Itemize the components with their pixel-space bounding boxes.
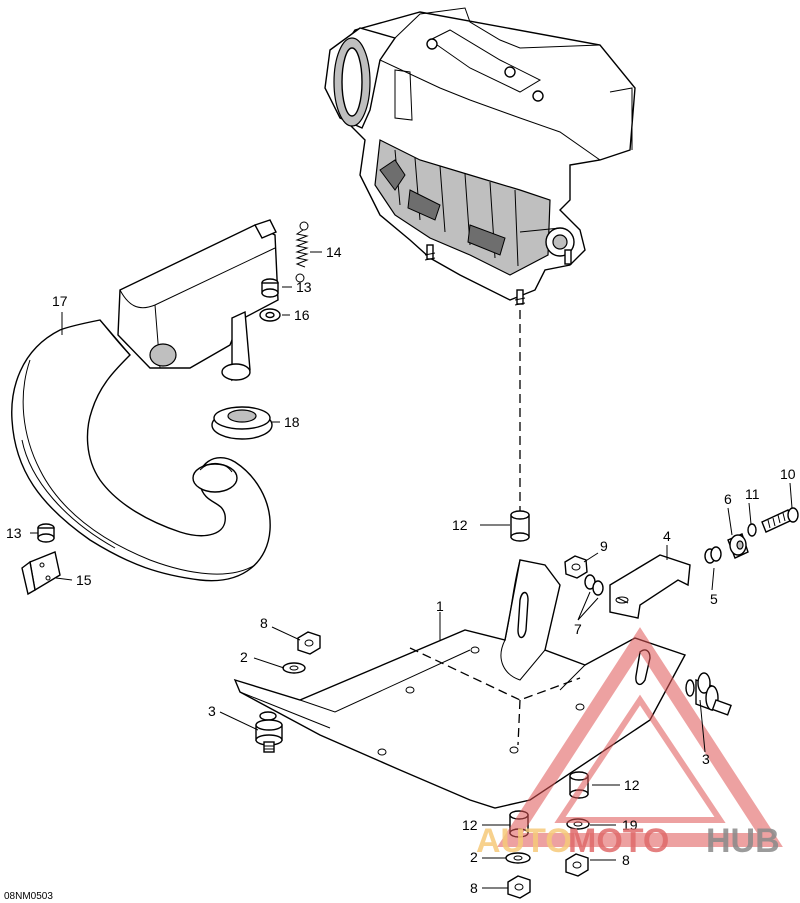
callout-19: 19 xyxy=(622,817,638,833)
nut-8-upper xyxy=(297,631,321,655)
spacer-5 xyxy=(704,546,722,564)
callout-16: 16 xyxy=(294,307,310,323)
callout-5: 5 xyxy=(710,591,718,607)
support-bracket-4 xyxy=(609,554,691,619)
callout-12-bottom: 12 xyxy=(462,817,478,833)
bolt-13-upper xyxy=(261,278,279,298)
washer-11 xyxy=(747,523,757,537)
callout-8-bottom: 8 xyxy=(470,880,478,896)
callout-18: 18 xyxy=(284,414,300,430)
callout-13-upper: 13 xyxy=(296,279,312,295)
bushing-6 xyxy=(727,533,749,559)
washer-16 xyxy=(259,308,281,322)
muffler xyxy=(117,219,279,382)
drawing-code: 08NM0503 xyxy=(4,891,53,902)
rubber-mount-right xyxy=(685,672,732,716)
lock-washers-7 xyxy=(584,574,604,596)
rubber-mount-left xyxy=(255,711,283,753)
engine-illustration xyxy=(324,7,636,306)
bracket-15 xyxy=(21,551,61,596)
nut-9 xyxy=(564,555,588,579)
watermark-text: AUTO MOTO HUB xyxy=(476,822,780,860)
spring xyxy=(295,221,309,283)
callout-10: 10 xyxy=(780,466,796,482)
tuned-exhaust-pipe xyxy=(11,319,271,582)
callout-12-right: 12 xyxy=(624,777,640,793)
callout-6: 6 xyxy=(724,491,732,507)
bolt-10 xyxy=(761,507,799,533)
callout-7: 7 xyxy=(574,621,582,637)
callout-17: 17 xyxy=(52,293,68,309)
callout-11: 11 xyxy=(745,486,760,502)
callout-8-right: 8 xyxy=(622,852,630,868)
callout-3-left: 3 xyxy=(208,703,216,719)
callout-2-lower: 2 xyxy=(470,849,478,865)
watermark-hub: HUB xyxy=(706,822,780,860)
grommet-18 xyxy=(211,406,273,440)
washer-2-upper xyxy=(282,662,306,674)
callout-8-upper: 8 xyxy=(260,615,268,631)
callout-3-right: 3 xyxy=(702,751,710,767)
callout-9: 9 xyxy=(600,538,608,554)
callout-13-lower: 13 xyxy=(6,525,22,541)
watermark-logo xyxy=(497,627,783,847)
spacer-12-top xyxy=(510,510,530,542)
callout-14: 14 xyxy=(326,244,342,260)
nut-8-right xyxy=(565,853,589,877)
callout-4: 4 xyxy=(663,528,671,544)
nut-8-bottom xyxy=(507,875,531,899)
callout-15: 15 xyxy=(76,572,92,588)
watermark-moto: MOTO xyxy=(568,822,669,860)
callout-12-top: 12 xyxy=(452,517,468,533)
watermark-auto: AUTO xyxy=(476,822,572,860)
leader-lines xyxy=(30,251,793,889)
callout-1: 1 xyxy=(436,598,444,614)
callout-labels: 1 2 2 3 3 4 5 6 7 8 8 8 9 10 11 12 12 12… xyxy=(6,244,796,896)
bolt-13-lower xyxy=(37,523,55,543)
callout-2-upper: 2 xyxy=(240,649,248,665)
